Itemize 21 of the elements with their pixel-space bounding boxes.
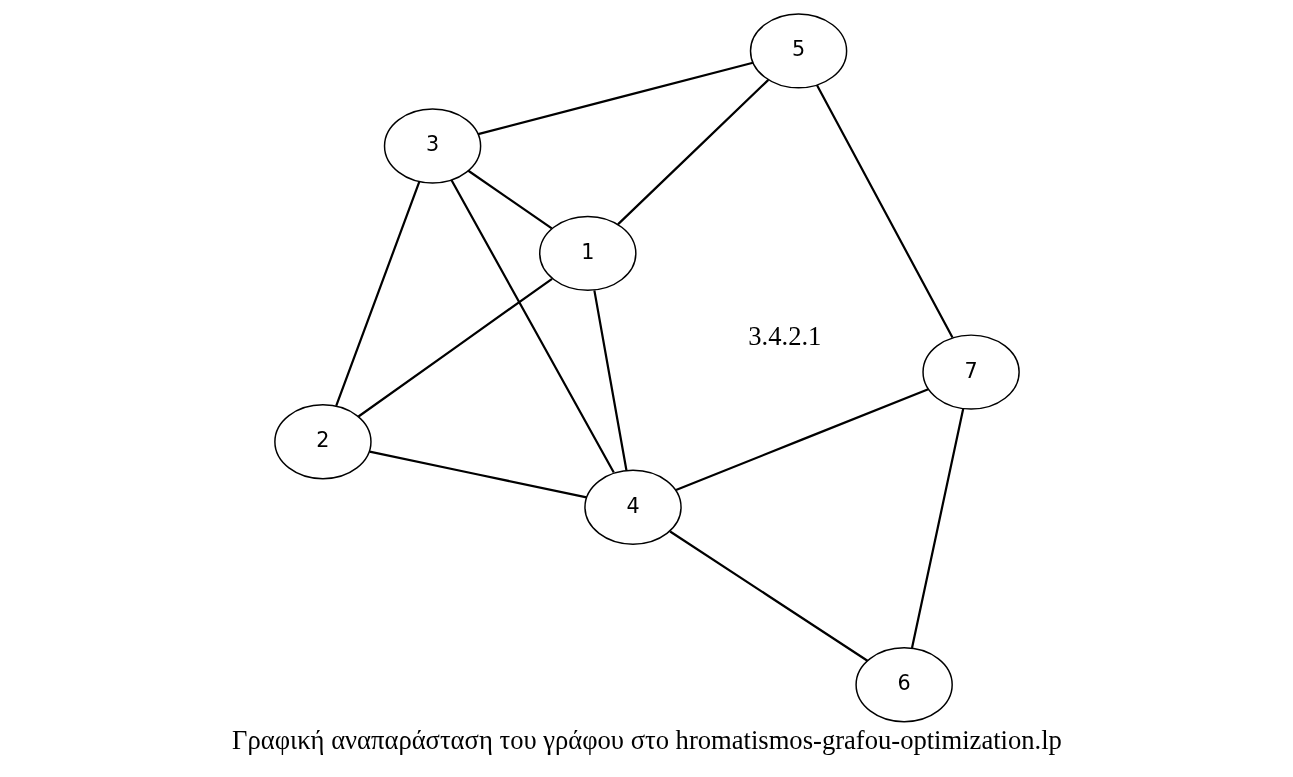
connector (449, 179, 615, 474)
connector (467, 169, 552, 230)
connector (669, 530, 868, 662)
node-ellipse: 6 (854, 647, 953, 723)
connector (368, 450, 587, 499)
connector (815, 84, 953, 338)
node-ellipse: 5 (749, 13, 847, 89)
caption: Γραφική αναπαράσταση του γράφου στο hromatismos-grafou-optimization.lp (231, 724, 1062, 755)
connector (357, 277, 553, 418)
connector (592, 290, 627, 471)
connector (910, 408, 964, 649)
node-ellipse: 7 (921, 334, 1020, 410)
node-ellipse: 2 (273, 404, 372, 480)
connector (334, 181, 420, 407)
node-ellipse: 1 (538, 215, 637, 292)
label: 3.4.2.1 (747, 321, 821, 352)
connector (675, 388, 929, 492)
connector (477, 61, 753, 136)
node-ellipse: 4 (583, 469, 682, 545)
connector (616, 79, 769, 226)
node-ellipse: 3 (383, 108, 481, 184)
